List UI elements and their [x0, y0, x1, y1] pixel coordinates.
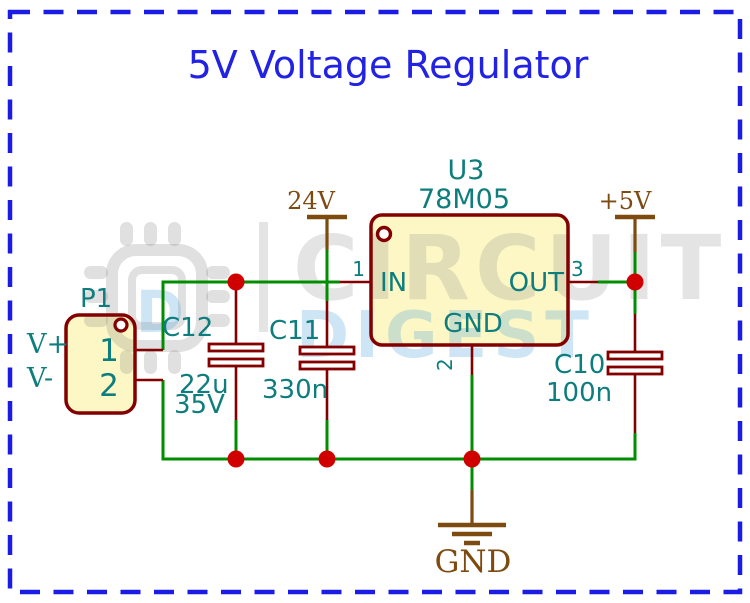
regulator-pin1-marker-icon: [375, 225, 393, 243]
regulator-pin1-number: 1: [352, 257, 365, 281]
regulator-part: 78M05: [418, 184, 510, 215]
wire-in-top: [161, 280, 340, 350]
regulator-pin2-number: 2: [433, 358, 457, 371]
watermark: D CIRCUIT DIGEST: [84, 216, 726, 374]
regulator-pin-gnd-name: GND: [443, 309, 503, 339]
power-24v-symbol-icon: [307, 214, 347, 250]
power-label-24v: 24V: [287, 187, 336, 215]
c12-voltage: 35V: [174, 390, 225, 420]
c12-ref: C12: [162, 313, 213, 343]
connector-pin1-marker-icon: [113, 317, 129, 333]
watermark-logo-letter: D: [136, 278, 184, 346]
c11-plate-top: [298, 345, 356, 356]
regulator-ref: U3: [448, 155, 485, 186]
junction-dot: [318, 450, 336, 468]
gnd-symbol-icon: [438, 490, 506, 546]
c11-plate-bottom: [298, 360, 356, 371]
c12-value: 22u: [179, 370, 229, 400]
junction-dot: [227, 450, 245, 468]
watermark-separator: [259, 222, 268, 332]
c10-ref: C10: [554, 350, 605, 380]
junction-dots: [227, 273, 644, 468]
c10-plate-top: [606, 350, 664, 361]
c10-value: 100n: [546, 378, 612, 408]
component-outlines: [64, 213, 570, 415]
connector-body-fill: [66, 315, 135, 413]
wire-bottom-rail: [161, 380, 637, 461]
regulator-body-outline: [369, 213, 570, 347]
connector-pin1-number: 1: [99, 333, 119, 369]
page-title: 5V Voltage Regulator: [188, 43, 589, 87]
c11-ref: C11: [269, 316, 320, 346]
power-label-5v: +5V: [599, 187, 652, 215]
power-label-gnd: GND: [435, 544, 512, 580]
power-5v-symbol-icon: [615, 214, 655, 252]
page-border: [7, 9, 743, 595]
connector-pin2-number: 2: [99, 368, 119, 404]
watermark-word1: CIRCUIT: [293, 216, 726, 320]
connector-body-outline: [64, 313, 137, 415]
net-label-vminus: V-: [26, 363, 53, 394]
component-fills: [66, 215, 568, 413]
c12-plate-top: [207, 342, 265, 353]
power-symbols: [307, 214, 655, 546]
watermark-logo-icon: D: [84, 222, 230, 374]
component-pins: [135, 280, 637, 433]
c11-value: 330n: [262, 375, 328, 405]
c10-plate-bottom: [606, 365, 664, 376]
junction-dot: [227, 273, 245, 291]
regulator-pin-out-name: OUT: [509, 268, 564, 298]
connector-ref: P1: [80, 284, 112, 314]
c12-plate-bottom: [207, 357, 265, 368]
capacitor-plates: [207, 342, 664, 376]
junction-dot: [463, 450, 481, 468]
regulator-pin3-number: 3: [571, 257, 584, 281]
regulator-body-fill: [371, 215, 568, 345]
regulator-pin-in-name: IN: [380, 268, 407, 298]
junction-dot: [626, 273, 644, 291]
net-label-vplus: V+: [26, 329, 69, 360]
